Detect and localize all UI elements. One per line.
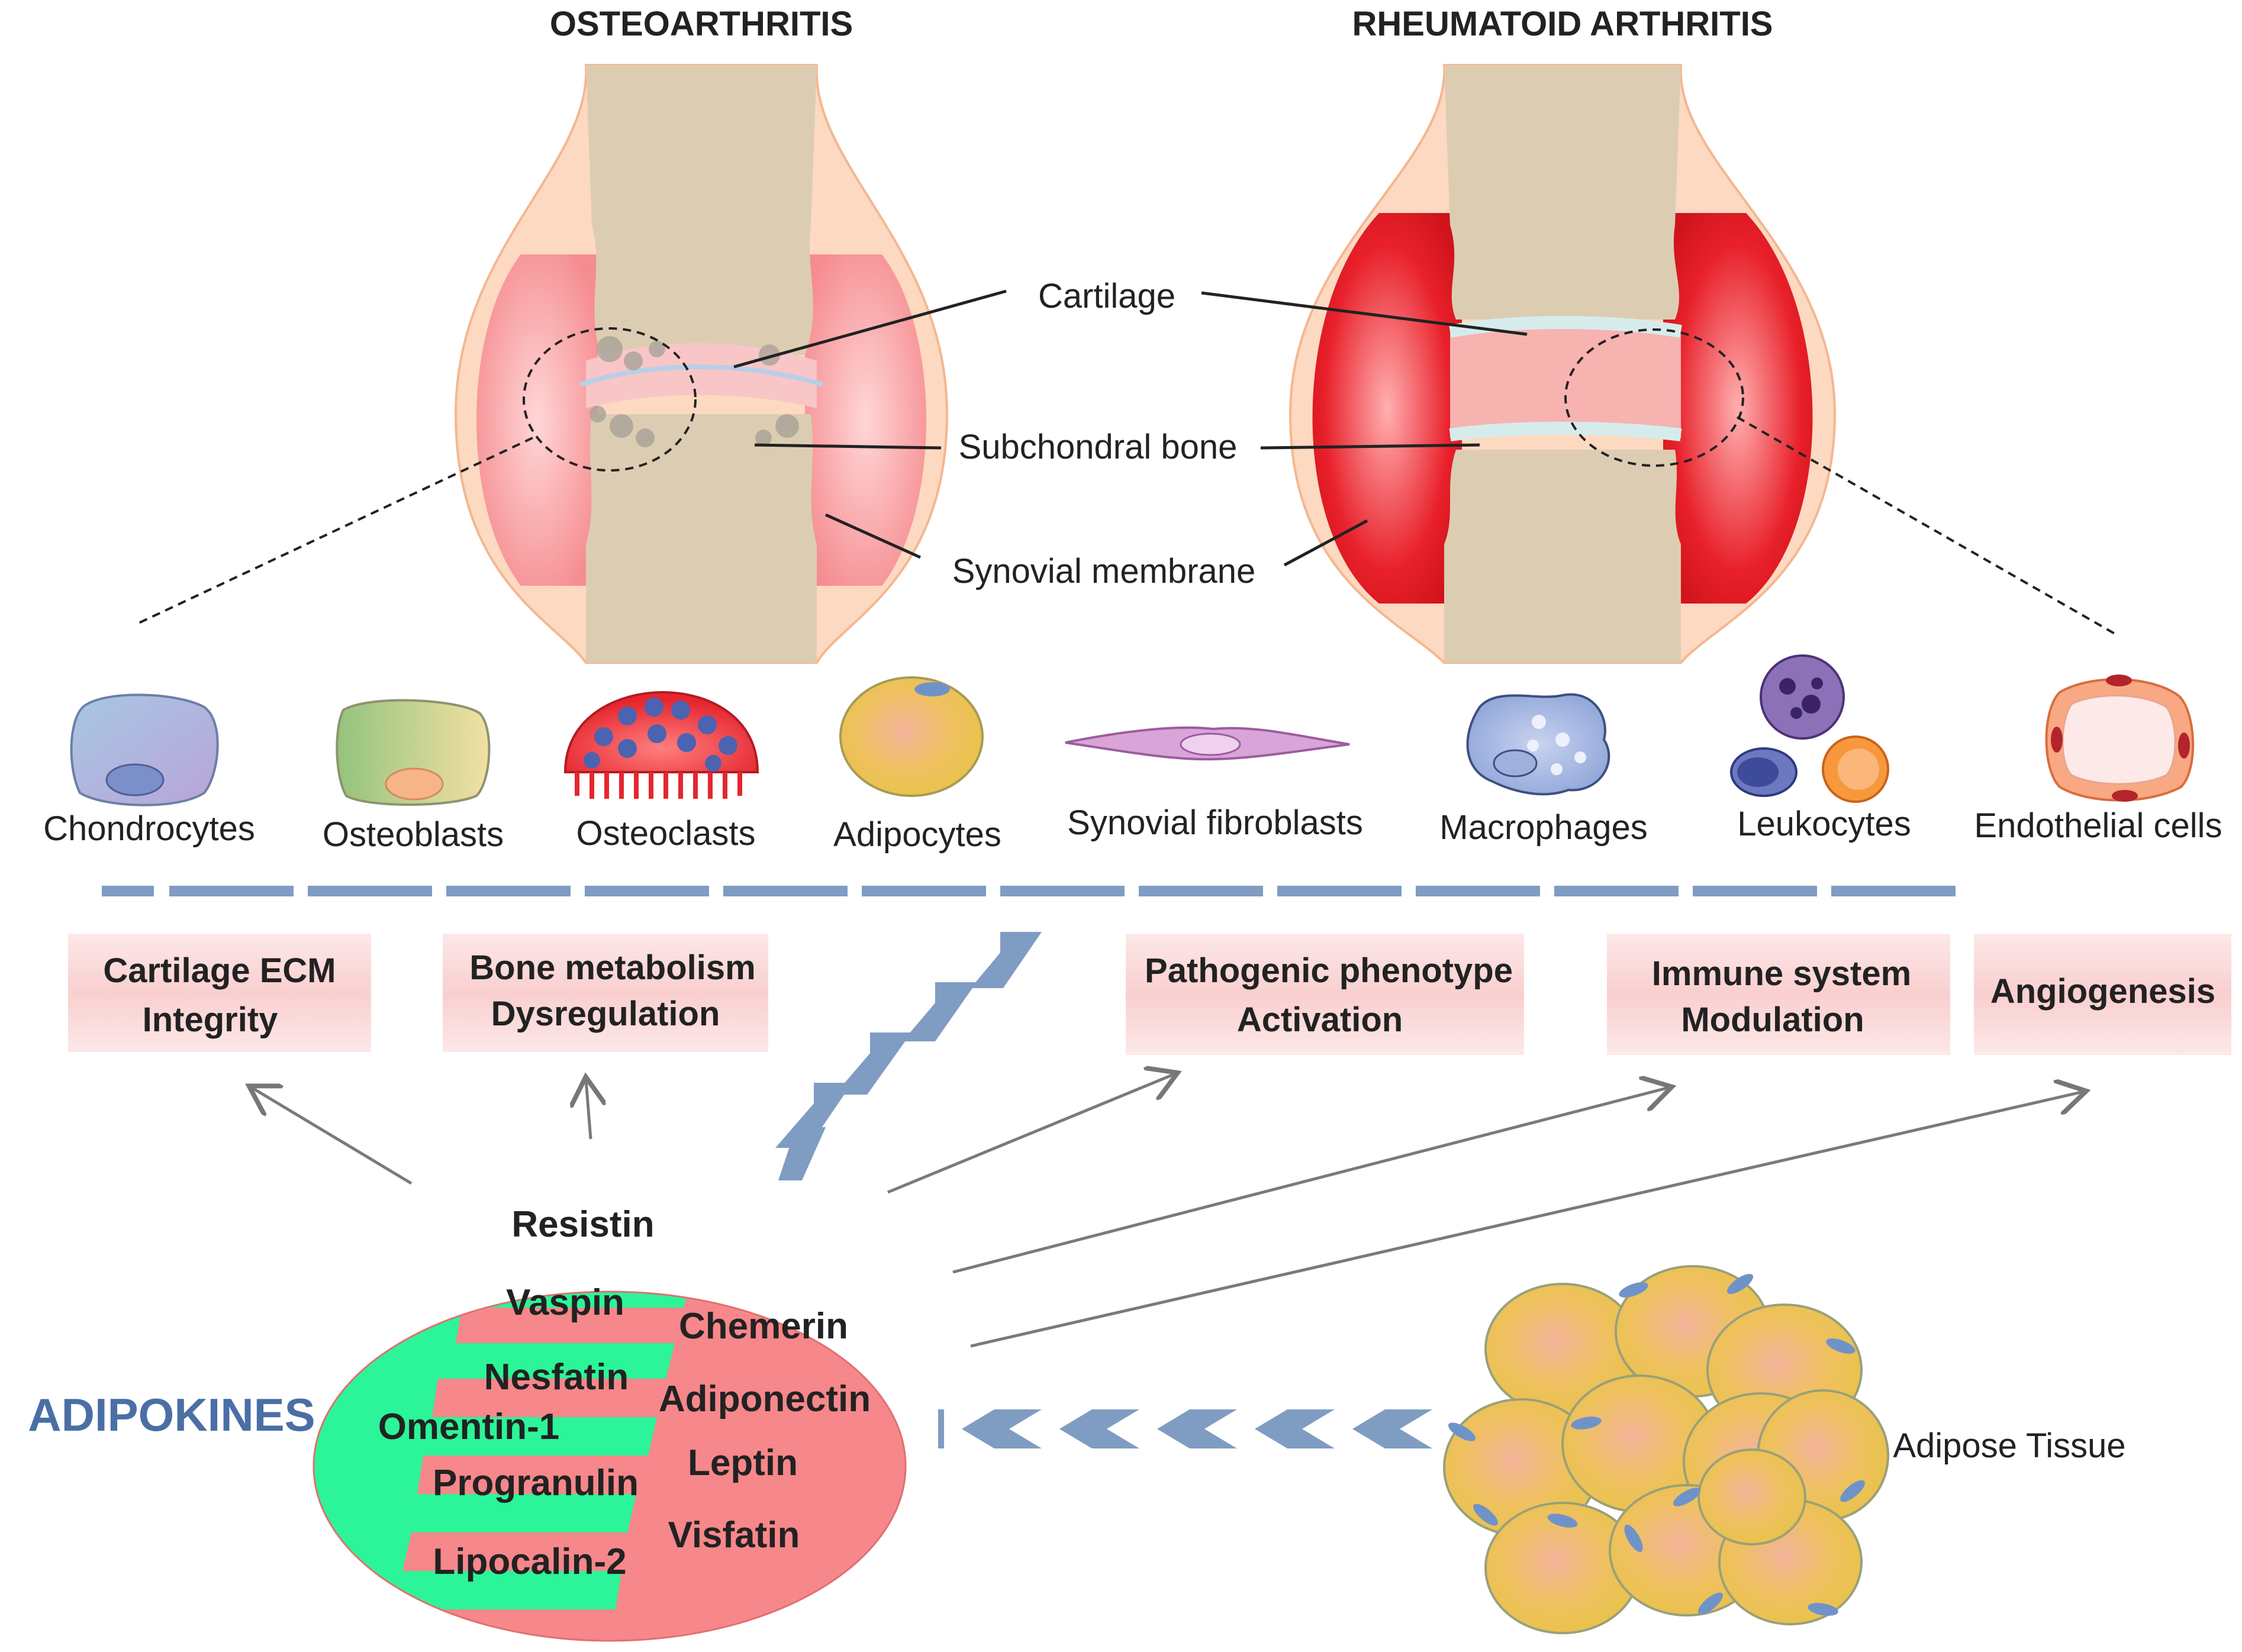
adipokine-vaspin: Vaspin bbox=[506, 1282, 624, 1323]
adipokine-omentin-1: Omentin-1 bbox=[378, 1406, 560, 1447]
adipokine-nesfatin: Nesfatin bbox=[484, 1357, 629, 1398]
chevron-arrow-from-adipose bbox=[938, 1409, 1432, 1448]
effect-box-line2: Dysregulation bbox=[491, 995, 720, 1033]
joint-leader-lines bbox=[733, 289, 1528, 567]
effect-box-immune-system: Immune system Modulation bbox=[1607, 934, 1950, 1055]
adipose-tissue-label: Adipose Tissue bbox=[1893, 1427, 2125, 1465]
osteoarthritis-title: OSTEOARTHRITIS bbox=[550, 5, 853, 43]
adipokine-resistin: Resistin bbox=[511, 1204, 654, 1245]
chondrocyte-icon bbox=[70, 693, 219, 806]
endothelial-cells-label: Endothelial cells bbox=[1974, 806, 2222, 845]
effect-box-line1: Pathogenic phenotype bbox=[1145, 951, 1513, 990]
osteoclasts-label: Osteoclasts bbox=[576, 814, 756, 853]
leukocyte-icons bbox=[1730, 654, 1889, 803]
rheumatoid-arthritis-title: RHEUMATOID ARTHRITIS bbox=[1352, 5, 1773, 43]
effect-box-line2: Activation bbox=[1237, 1001, 1403, 1039]
effect-box-bone-metabolism: Bone metabolism Dysregulation bbox=[443, 934, 768, 1052]
osteoblast-icon bbox=[336, 699, 491, 806]
adipocyte-icon bbox=[839, 676, 984, 797]
osteoblasts-label: Osteoblasts bbox=[323, 815, 504, 854]
cartilage-label: Cartilage bbox=[1038, 277, 1175, 315]
salmon-adipokine-labels: Chemerin Adiponectin Leptin Visfatin bbox=[659, 1306, 871, 1556]
adipokine-leptin: Leptin bbox=[688, 1443, 798, 1483]
zoom-lines bbox=[136, 416, 2119, 637]
macrophage-icon bbox=[1466, 693, 1610, 796]
effect-box-line1: Angiogenesis bbox=[1990, 972, 2215, 1011]
adipokine-lipocalin-2: Lipocalin-2 bbox=[433, 1541, 626, 1582]
adipokine-chemerin: Chemerin bbox=[679, 1306, 848, 1347]
green-adipokine-labels: Resistin Vaspin Nesfatin Omentin-1 Progr… bbox=[378, 1204, 655, 1582]
effect-box-line2: Integrity bbox=[143, 1001, 278, 1039]
endothelial-cell-icon bbox=[2045, 675, 2195, 802]
chondrocytes-label: Chondrocytes bbox=[43, 809, 255, 848]
osteoclast-icon bbox=[563, 691, 759, 799]
effect-box-angiogenesis: Angiogenesis bbox=[1974, 934, 2231, 1055]
adipokine-visfatin: Visfatin bbox=[668, 1515, 800, 1556]
adipokine-progranulin: Progranulin bbox=[433, 1463, 639, 1503]
effect-arrows bbox=[252, 1074, 2083, 1348]
adipose-tissue-cluster bbox=[1443, 1265, 1889, 1634]
synovial-fibroblast-icon bbox=[1065, 726, 1350, 761]
adipocytes-label: Adipocytes bbox=[833, 815, 1001, 854]
effect-box-pathogenic-phenotype: Pathogenic phenotype Activation bbox=[1126, 934, 1524, 1055]
effect-box-line1: Cartilage ECM bbox=[103, 951, 336, 990]
adipokine-adiponectin: Adiponectin bbox=[659, 1379, 871, 1419]
oa-joint-illustration bbox=[454, 64, 949, 664]
adipose-nuclei bbox=[1448, 1273, 1865, 1616]
ra-joint-illustration bbox=[1288, 64, 1837, 664]
effect-box-line1: Immune system bbox=[1652, 954, 1911, 993]
dashed-divider-bar bbox=[102, 886, 1956, 896]
chevron-arrow-from-cells bbox=[775, 932, 1042, 1180]
adipokines-title: ADIPOKINES bbox=[28, 1389, 315, 1441]
effect-box-cartilage-ecm: Cartilage ECM Integrity bbox=[68, 934, 371, 1052]
leukocytes-label: Leukocytes bbox=[1737, 805, 1911, 843]
effect-box-line2: Modulation bbox=[1681, 1001, 1864, 1039]
effect-box-line1: Bone metabolism bbox=[469, 948, 755, 987]
synovial-membrane-label: Synovial membrane bbox=[952, 552, 1256, 591]
macrophages-label: Macrophages bbox=[1439, 808, 1647, 847]
subchondral-bone-label: Subchondral bone bbox=[959, 428, 1238, 466]
synovial-fibroblasts-label: Synovial fibroblasts bbox=[1067, 804, 1363, 842]
